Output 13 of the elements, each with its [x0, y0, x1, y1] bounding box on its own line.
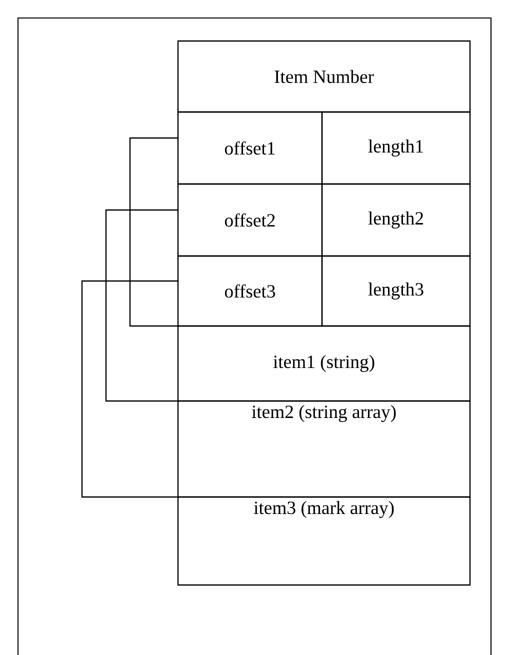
table-cell: offset1: [177, 111, 323, 185]
table-cell: item3 (mark array): [177, 496, 471, 586]
table-cell: item1 (string): [177, 325, 471, 402]
connector-line: [81, 280, 178, 498]
table-cell: offset2: [177, 183, 323, 257]
table-cell: length2: [321, 183, 471, 257]
table-cell: length1: [321, 111, 471, 185]
table-cell: item2 (string array): [177, 400, 471, 498]
table-cell: Item Number: [177, 40, 471, 113]
connector-line: [105, 209, 178, 402]
connector-line: [129, 137, 178, 327]
table-cell: offset3: [177, 255, 323, 327]
table-cell: length3: [321, 255, 471, 327]
